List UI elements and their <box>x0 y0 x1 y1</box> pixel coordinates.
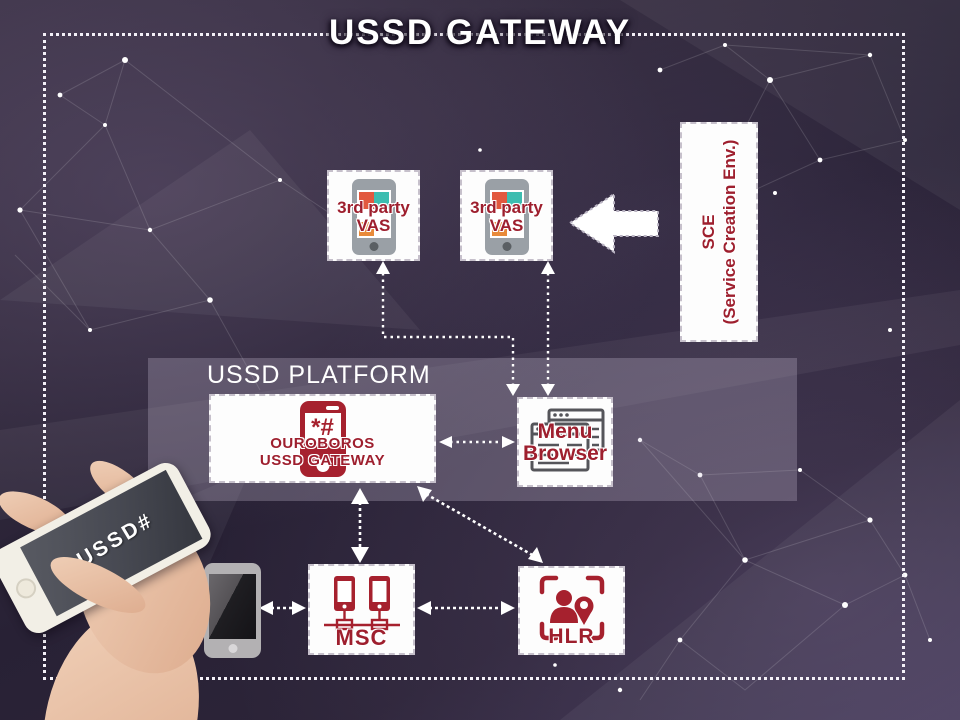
gateway-subname: USSD GATEWAY <box>259 452 386 469</box>
phone-msc-arrow <box>259 601 306 615</box>
vas2-label: 3rd party VAS <box>470 198 543 236</box>
menu-browser-box: Menu Browser <box>517 397 613 487</box>
sce-label: SCE (Service Creation Env.) <box>698 139 739 325</box>
ussd-code-glyph: *# <box>304 413 341 443</box>
menu-browser-label-line2: Browser <box>522 442 608 465</box>
feature-phone-icon <box>204 563 261 658</box>
smartphone-apps-icon <box>351 179 396 255</box>
gateway-msc-arrow <box>351 488 369 563</box>
vas1-label: 3rd party VAS <box>337 198 410 236</box>
gateway-name: OUROBOROS <box>270 435 375 452</box>
msc-hlr-arrow <box>417 601 515 615</box>
browser-windows-icon <box>530 408 605 472</box>
sce-box: SCE (Service Creation Env.) <box>680 122 758 342</box>
gateway-hlr-arrow <box>417 486 543 563</box>
hlr-box: HLR <box>518 566 625 655</box>
mobile-network-icon <box>323 576 400 631</box>
subscriber-location-icon <box>539 575 604 641</box>
hand-holding-phone-photo: *USSD# <box>0 452 233 720</box>
msc-label: MSC <box>335 625 388 650</box>
vas1-menu-arrow <box>376 261 520 396</box>
gateway-box: *# OUROBOROS USSD GATEWAY <box>209 394 436 483</box>
gateway-menu-arrow <box>439 436 515 448</box>
vas2-menu-arrow <box>541 261 555 396</box>
sce-to-vas-arrow-icon <box>568 192 659 254</box>
vas1-box: 3rd party VAS <box>327 170 420 261</box>
menu-browser-label-line1: Menu <box>537 420 593 443</box>
ussd-phone-icon: *# <box>299 401 346 477</box>
vas2-box: 3rd party VAS <box>460 170 553 261</box>
ussd-platform-label: USSD PLATFORM <box>207 361 431 389</box>
smartphone-apps-icon <box>484 179 529 255</box>
diagram-border <box>43 33 905 680</box>
hlr-label: HLR <box>548 625 595 648</box>
diagram-title: USSD GATEWAY <box>328 13 632 52</box>
msc-box: MSC <box>308 564 415 655</box>
